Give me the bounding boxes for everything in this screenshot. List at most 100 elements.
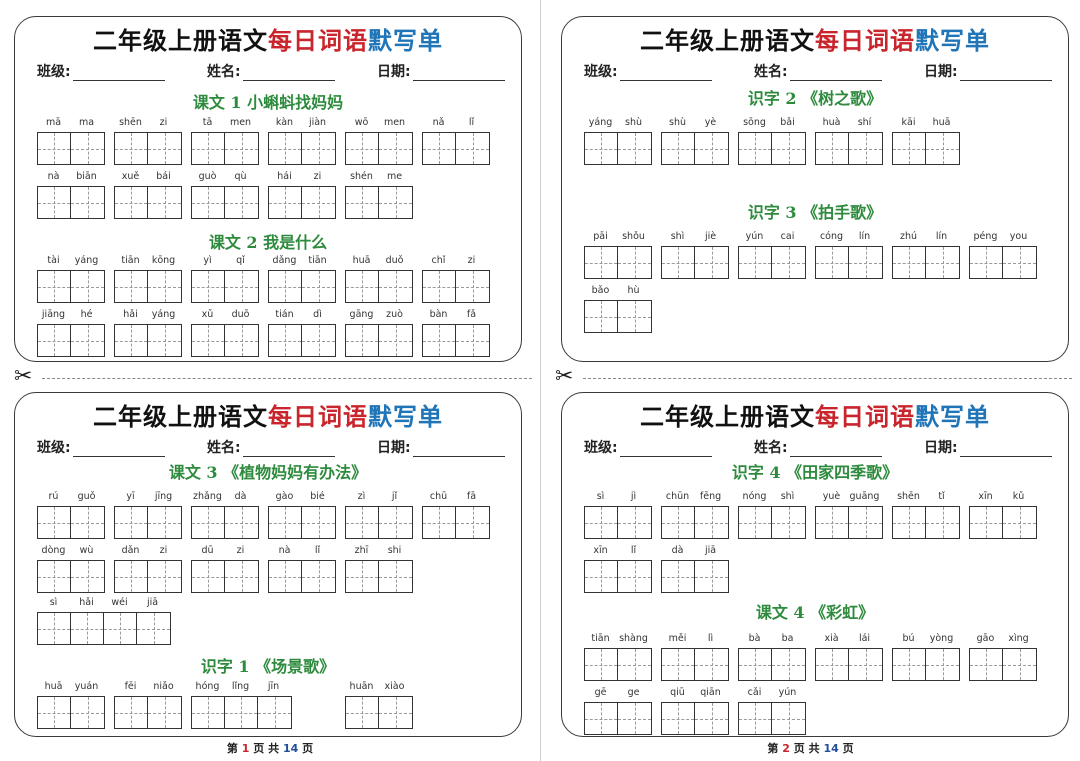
tianzige-cell[interactable] [618,507,651,538]
writing-boxes[interactable] [37,132,105,165]
tianzige-cell[interactable] [38,507,71,538]
tianzige-cell[interactable] [926,247,959,278]
date-field-blank[interactable] [959,65,1052,81]
tianzige-cell[interactable] [192,133,225,164]
writing-boxes[interactable] [268,506,336,539]
tianzige-cell[interactable] [71,561,104,592]
tianzige-cell[interactable] [71,325,104,356]
tianzige-cell[interactable] [379,271,412,302]
writing-boxes[interactable] [114,696,182,729]
tianzige-cell[interactable] [772,507,805,538]
writing-boxes[interactable] [191,696,292,729]
class-field[interactable]: 班级: [584,61,712,81]
tianzige-cell[interactable] [1003,247,1036,278]
tianzige-cell[interactable] [71,187,104,218]
tianzige-cell[interactable] [148,325,181,356]
date-field[interactable]: 日期: [924,437,1052,457]
tianzige-cell[interactable] [38,133,71,164]
tianzige-cell[interactable] [662,507,695,538]
tianzige-cell[interactable] [379,507,412,538]
tianzige-cell[interactable] [816,649,849,680]
tianzige-cell[interactable] [115,561,148,592]
tianzige-cell[interactable] [225,271,258,302]
tianzige-cell[interactable] [269,271,302,302]
tianzige-cell[interactable] [346,561,379,592]
writing-boxes[interactable] [37,612,171,645]
tianzige-cell[interactable] [379,187,412,218]
writing-boxes[interactable] [114,506,182,539]
tianzige-cell[interactable] [1003,649,1036,680]
class-field-blank[interactable] [619,441,712,457]
tianzige-cell[interactable] [302,271,335,302]
tianzige-cell[interactable] [192,697,225,728]
writing-boxes[interactable] [661,506,729,539]
tianzige-cell[interactable] [71,271,104,302]
writing-boxes[interactable] [661,648,729,681]
tianzige-cell[interactable] [302,187,335,218]
writing-boxes[interactable] [892,132,960,165]
tianzige-cell[interactable] [585,301,618,332]
writing-boxes[interactable] [191,506,259,539]
tianzige-cell[interactable] [893,649,926,680]
tianzige-cell[interactable] [816,507,849,538]
tianzige-cell[interactable] [346,325,379,356]
tianzige-cell[interactable] [225,697,258,728]
tianzige-cell[interactable] [346,187,379,218]
tianzige-cell[interactable] [618,561,651,592]
class-field-blank[interactable] [72,441,165,457]
tianzige-cell[interactable] [148,271,181,302]
tianzige-cell[interactable] [893,133,926,164]
date-field[interactable]: 日期: [377,437,505,457]
tianzige-cell[interactable] [115,325,148,356]
tianzige-cell[interactable] [71,697,104,728]
name-field[interactable]: 姓名: [754,61,882,81]
writing-boxes[interactable] [191,270,259,303]
name-field-blank[interactable] [242,65,335,81]
tianzige-cell[interactable] [379,561,412,592]
tianzige-cell[interactable] [115,271,148,302]
tianzige-cell[interactable] [192,561,225,592]
writing-boxes[interactable] [738,132,806,165]
writing-boxes[interactable] [268,132,336,165]
tianzige-cell[interactable] [456,507,489,538]
tianzige-cell[interactable] [137,613,170,644]
tianzige-cell[interactable] [148,561,181,592]
writing-boxes[interactable] [738,246,806,279]
writing-boxes[interactable] [661,560,729,593]
writing-boxes[interactable] [969,506,1037,539]
tianzige-cell[interactable] [662,703,695,734]
tianzige-cell[interactable] [739,507,772,538]
tianzige-cell[interactable] [1003,507,1036,538]
tianzige-cell[interactable] [269,507,302,538]
writing-boxes[interactable] [345,506,413,539]
tianzige-cell[interactable] [695,703,728,734]
writing-boxes[interactable] [584,132,652,165]
tianzige-cell[interactable] [302,561,335,592]
tianzige-cell[interactable] [585,703,618,734]
tianzige-cell[interactable] [225,561,258,592]
tianzige-cell[interactable] [148,507,181,538]
tianzige-cell[interactable] [772,133,805,164]
tianzige-cell[interactable] [148,187,181,218]
date-field-blank[interactable] [959,441,1052,457]
writing-boxes[interactable] [738,702,806,735]
class-field-blank[interactable] [72,65,165,81]
writing-boxes[interactable] [268,270,336,303]
tianzige-cell[interactable] [148,697,181,728]
tianzige-cell[interactable] [38,271,71,302]
writing-boxes[interactable] [345,560,413,593]
tianzige-cell[interactable] [104,613,137,644]
tianzige-cell[interactable] [423,507,456,538]
tianzige-cell[interactable] [379,133,412,164]
tianzige-cell[interactable] [192,507,225,538]
tianzige-cell[interactable] [618,703,651,734]
writing-boxes[interactable] [584,702,652,735]
tianzige-cell[interactable] [739,247,772,278]
class-field[interactable]: 班级: [37,437,165,457]
tianzige-cell[interactable] [618,133,651,164]
name-field[interactable]: 姓名: [754,437,882,457]
tianzige-cell[interactable] [585,247,618,278]
writing-boxes[interactable] [584,246,652,279]
tianzige-cell[interactable] [772,649,805,680]
tianzige-cell[interactable] [849,507,882,538]
